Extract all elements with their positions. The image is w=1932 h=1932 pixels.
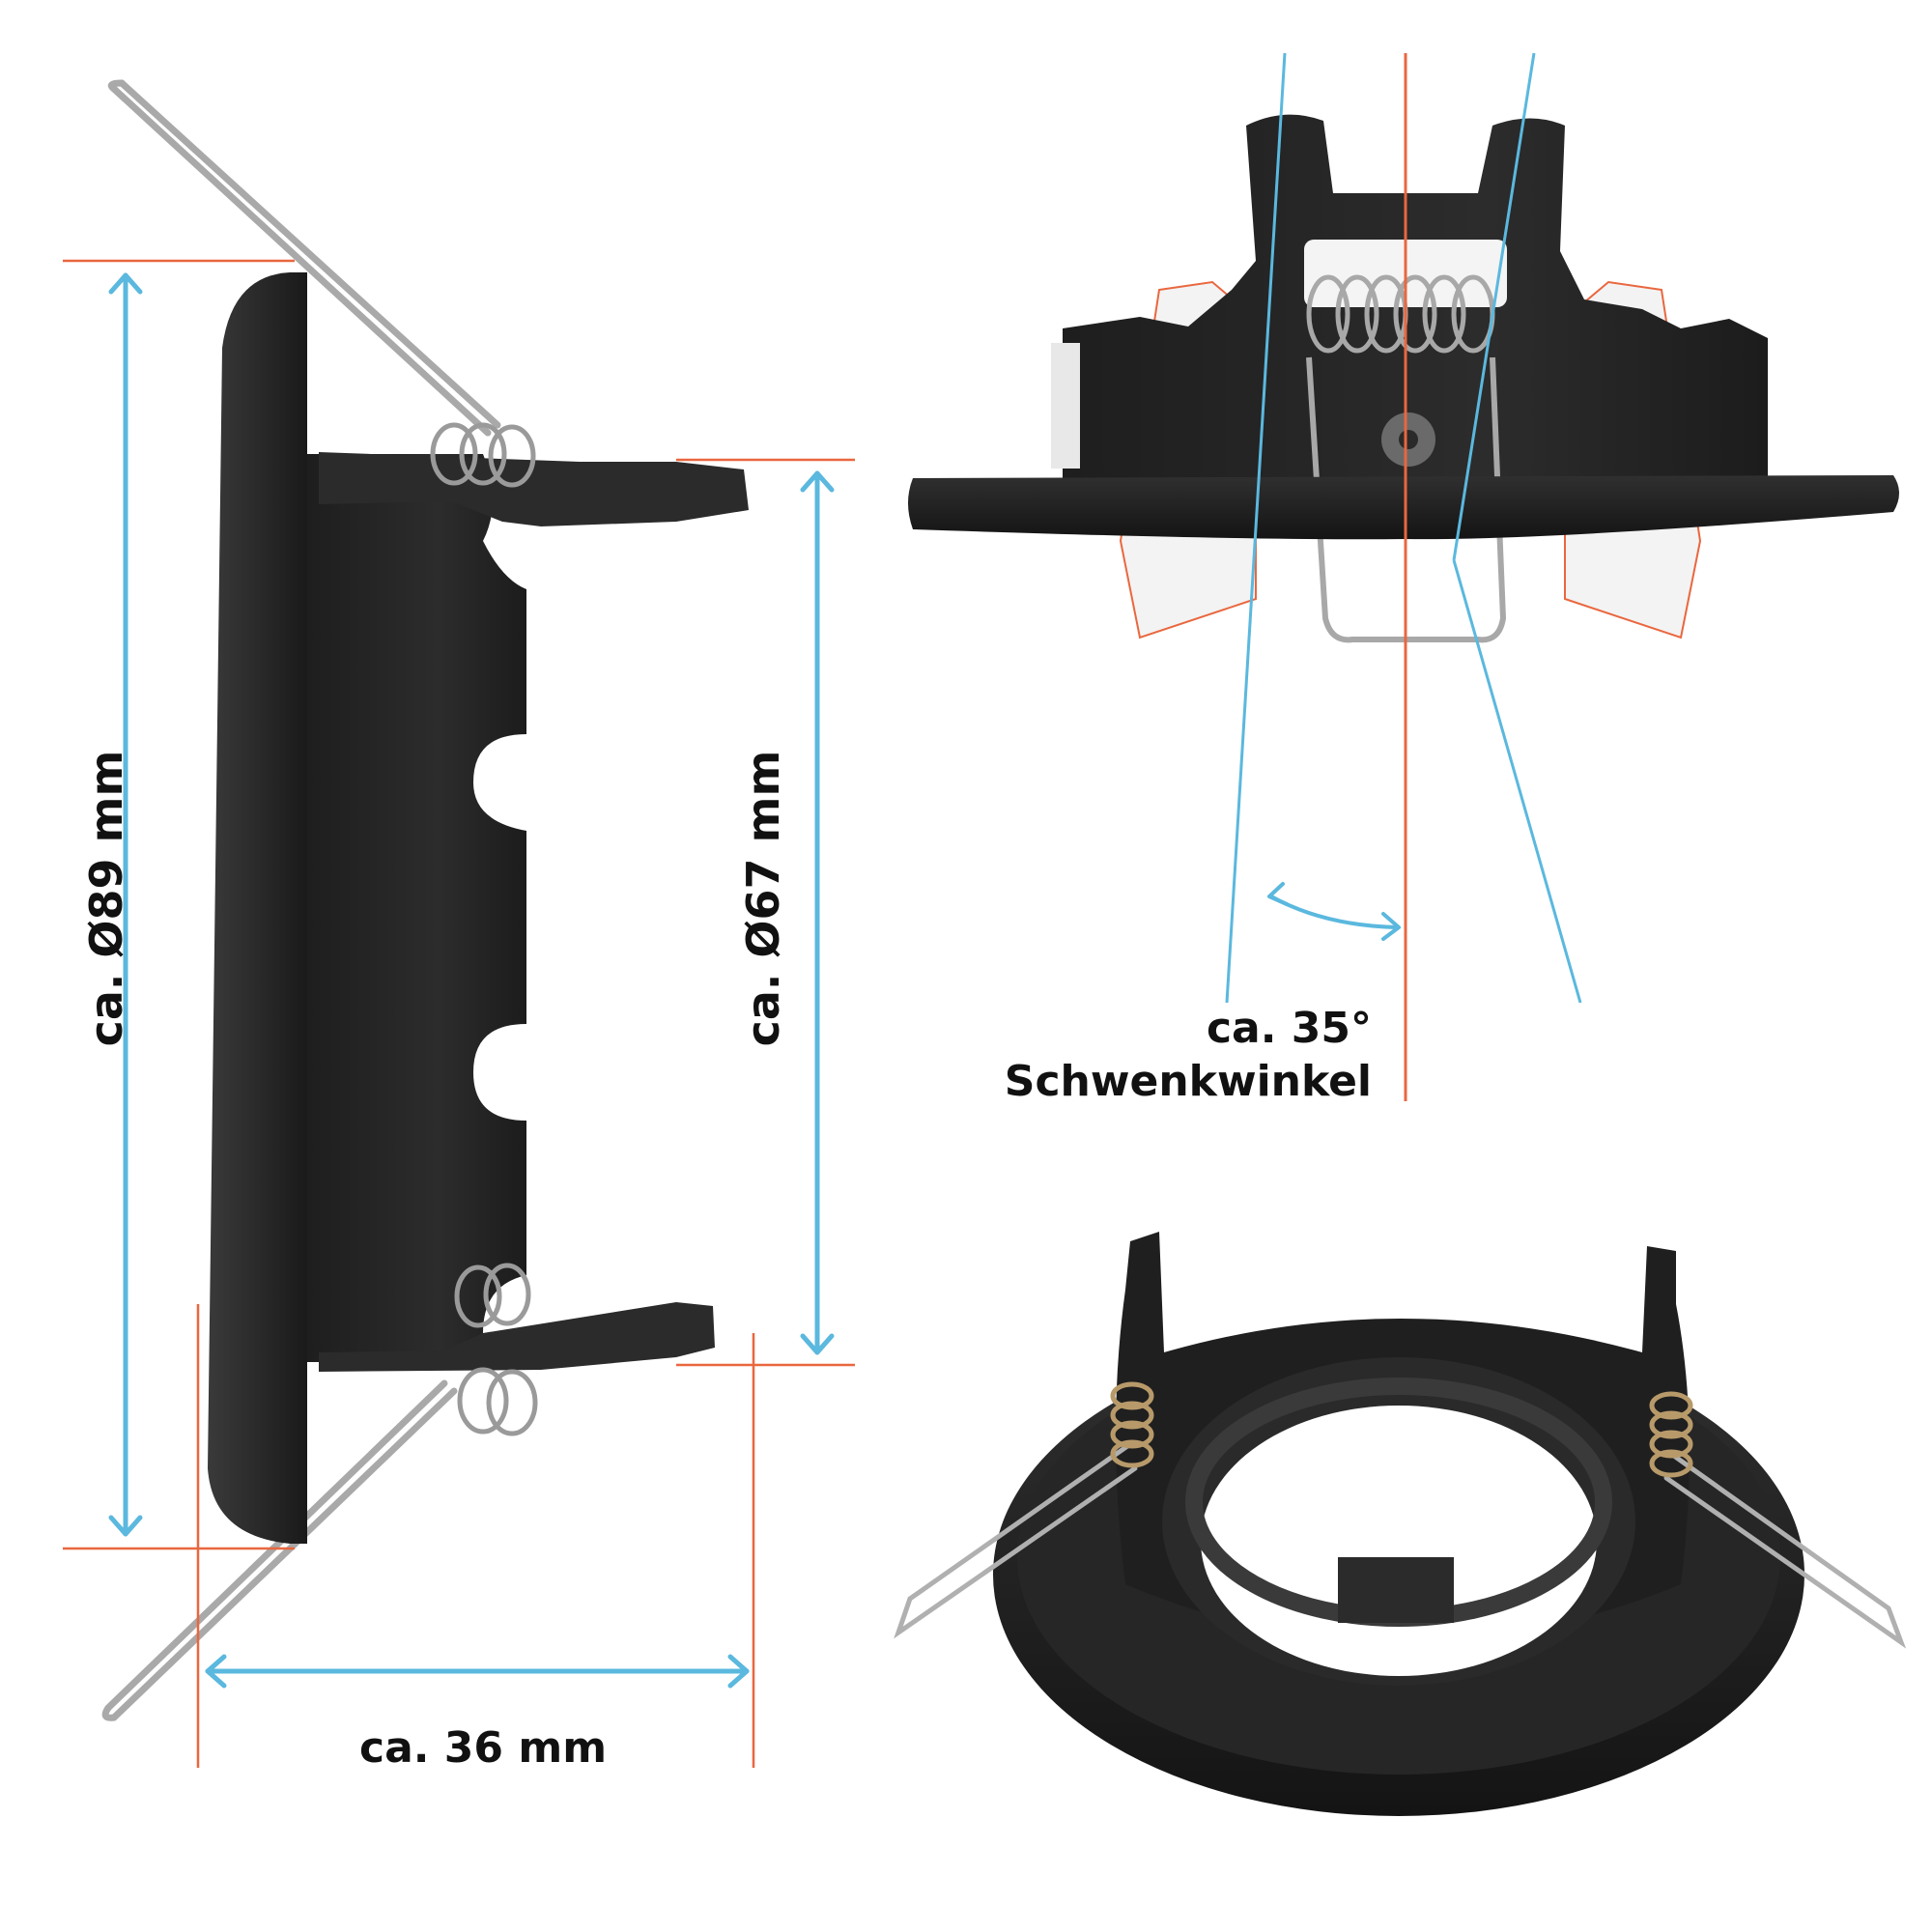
swivel-left-line	[1225, 52, 1287, 1004]
side-reference-lines	[63, 259, 855, 1768]
perspective-springs	[1110, 1381, 1693, 1478]
upper-spring-clip	[107, 79, 501, 437]
installation-depth-label: ca. 36 mm	[359, 1723, 608, 1773]
cutout-diameter-label: ca. Ø67 mm	[737, 750, 789, 1047]
swivel-angle-label: ca. 35°	[1206, 1004, 1372, 1053]
perspective-bottom-tab	[1338, 1557, 1454, 1623]
swivel-arc-icon	[1267, 882, 1401, 941]
perspective-spring-clips	[894, 1441, 1907, 1649]
side-top-tab	[319, 452, 749, 526]
flange-diameter-label: ca. Ø89 mm	[80, 750, 132, 1047]
swivel-bolt-hole	[1399, 430, 1418, 449]
side-bottom-tab	[319, 1302, 715, 1372]
swivel-beam-top-right	[1452, 52, 1536, 561]
swivel-beam-right	[1452, 559, 1582, 1004]
swivel-sticker	[1051, 343, 1080, 469]
perspective-opening	[1201, 1406, 1597, 1676]
swivel-wire-bracket	[1306, 356, 1507, 643]
swivel-flange	[908, 475, 1899, 540]
swivel-view-fixture	[908, 114, 1899, 643]
swivel-caption-label: Schwenkwinkel	[1004, 1057, 1372, 1106]
side-top-spring	[430, 422, 536, 488]
dimension-arrow-icon	[108, 272, 835, 1689]
side-view-fixture	[101, 79, 749, 1721]
lower-spring-clip	[101, 1379, 458, 1721]
side-flange	[208, 272, 307, 1544]
perspective-view-fixture	[894, 1232, 1907, 1816]
side-body	[307, 454, 526, 1362]
swivel-lines	[1225, 52, 1582, 1101]
side-bottom-spring	[454, 1263, 538, 1436]
